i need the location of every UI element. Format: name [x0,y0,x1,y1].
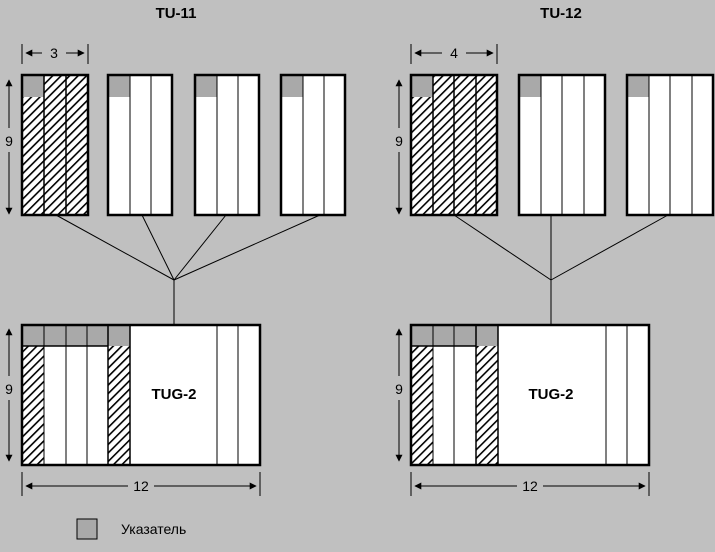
tu11-height-dimension: 9 [5,79,13,215]
tug2-right-width-label: 12 [522,478,538,494]
tug2-frame-right: TUG-2 [409,323,651,467]
tug2-right-label: TUG-2 [529,386,574,403]
pointer-byte [195,75,217,97]
tu11-title: TU-11 [156,5,197,22]
legend-pointer-swatch [76,518,98,540]
tu12-frame-3 [625,73,715,217]
tu11-width-dimension: 3 [21,44,89,64]
pointer-byte [627,75,649,97]
pointer-byte [519,75,541,97]
tu11-mapping-lines [55,214,321,353]
tug2-right-height-dimension: 9 [395,328,403,462]
pointer-byte [411,75,433,97]
tu11-frame-2 [106,73,174,217]
tu11-width-label: 3 [50,45,58,61]
tu12-width-label: 4 [450,45,458,61]
legend: Указатель [76,518,186,540]
tug2-left-height-dimension: 9 [5,328,13,462]
tug2-frame-left: TUG-2 [20,323,262,467]
pointer-byte [22,75,44,97]
tug2-right-height-label: 9 [395,381,403,397]
legend-pointer-label: Указатель [121,521,186,537]
tug2-right-width-dimension: 12 [410,472,650,496]
tu11-height-label: 9 [5,133,13,149]
tu11-frame-4 [279,73,347,217]
tug2-left-width-dimension: 12 [21,472,261,496]
tu12-frame-1 [409,73,499,217]
pointer-byte [108,75,130,97]
tug2-left-height-label: 9 [5,381,13,397]
tu11-frame-3 [193,73,261,217]
tu12-width-dimension: 4 [410,44,498,64]
tu12-frame-2 [517,73,607,217]
tu11-frame-1 [20,73,90,217]
tu12-title: TU-12 [540,5,582,22]
tug2-left-label: TUG-2 [152,386,197,403]
tu12-height-dimension: 9 [395,79,403,215]
tu12-height-label: 9 [395,133,403,149]
pointer-byte [281,75,303,97]
tug2-left-width-label: 12 [133,478,149,494]
